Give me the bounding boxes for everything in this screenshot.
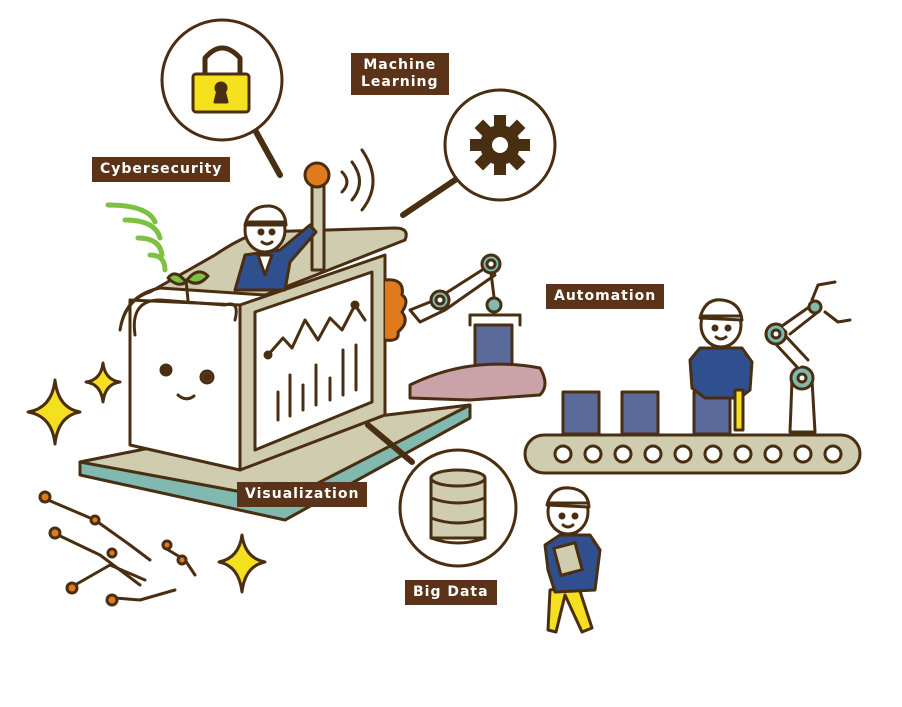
worker-operator <box>233 204 318 292</box>
turntable-tray <box>408 362 547 402</box>
worker-conveyor <box>688 298 754 432</box>
padlock-magnifier <box>160 18 284 178</box>
label-visualization: Visualization <box>237 482 368 507</box>
gear-icon <box>470 115 530 175</box>
sparkle-icons <box>26 361 267 594</box>
gear-magnifier <box>400 88 557 218</box>
conveyor-belt <box>523 390 862 475</box>
robot-arm-right <box>764 280 852 434</box>
lever <box>303 148 375 272</box>
robot-arm-left <box>408 253 522 369</box>
database-magnifier <box>365 422 518 568</box>
wifi-icon <box>105 202 168 273</box>
label-machine-learning: Machine Learning <box>351 53 449 95</box>
database-icon <box>429 468 487 545</box>
label-big-data: Big Data <box>405 580 497 605</box>
circuit-lines <box>38 490 197 607</box>
label-cybersecurity: Cybersecurity <box>92 157 231 182</box>
label-automation: Automation <box>546 284 665 309</box>
worker-walking <box>543 486 602 634</box>
padlock-icon <box>191 45 251 114</box>
